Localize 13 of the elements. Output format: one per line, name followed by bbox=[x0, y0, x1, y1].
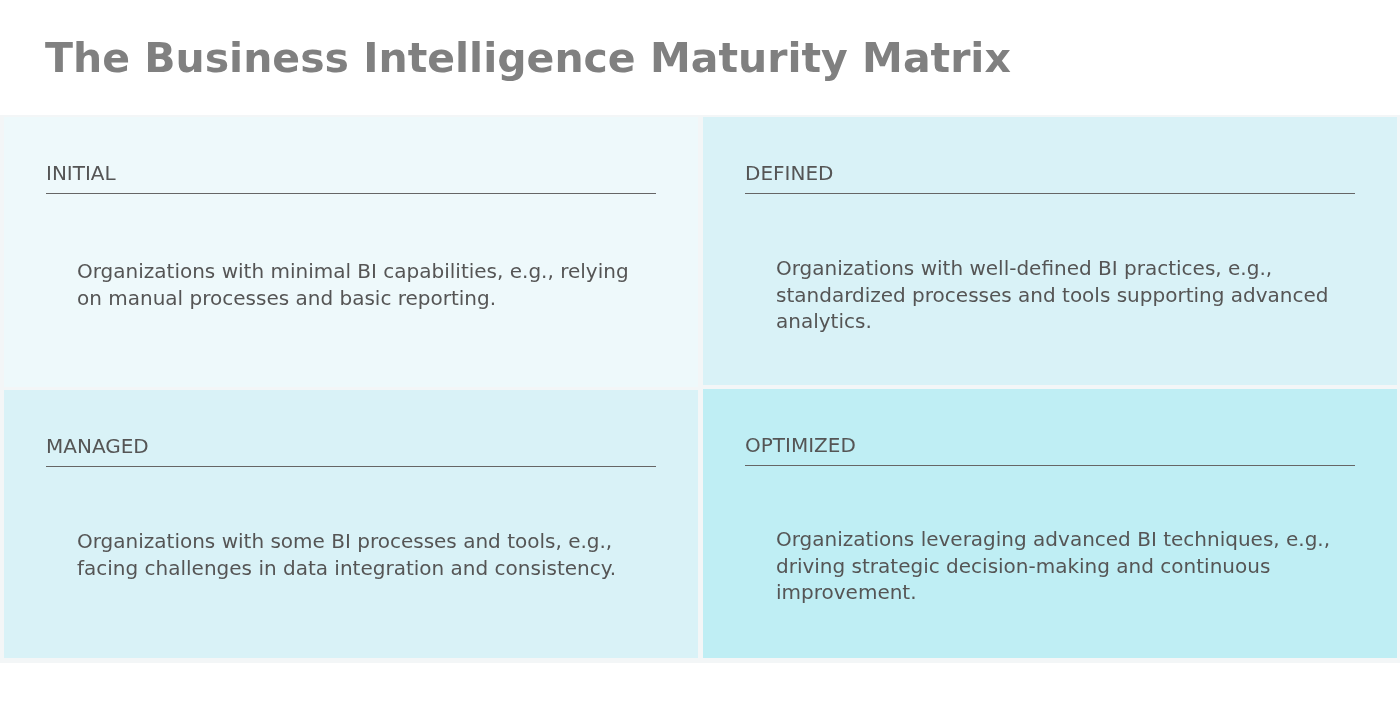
description-text: Organizations with well-defined BI practices, e.g., standardized processes and tools supporting advanced analytics. bbox=[776, 255, 1330, 335]
description-text: Organizations with some BI processes and tools, e.g., facing challenges in data integration and consistency. bbox=[77, 528, 618, 581]
quadrant-heading: INITIAL bbox=[46, 161, 116, 185]
quadrant-heading: MANAGED bbox=[46, 434, 149, 458]
quadrant-panel bbox=[4, 390, 698, 658]
description-text: Organizations with minimal BI capabilities, e.g., relying on manual processes and basic reporting. bbox=[77, 258, 630, 311]
quadrant-heading: DEFINED bbox=[745, 161, 834, 185]
quadrant-panel bbox=[4, 117, 698, 387]
quadrant-heading: OPTIMIZED bbox=[745, 433, 856, 457]
page-title: The Business Intelligence Maturity Matrix bbox=[45, 33, 1011, 84]
quadrant-panel bbox=[703, 389, 1397, 658]
description-text: Organizations leveraging advanced BI techniques, e.g., driving strategic decision-making and continuous improvement. bbox=[776, 526, 1332, 606]
quadrant-panel bbox=[703, 117, 1397, 385]
